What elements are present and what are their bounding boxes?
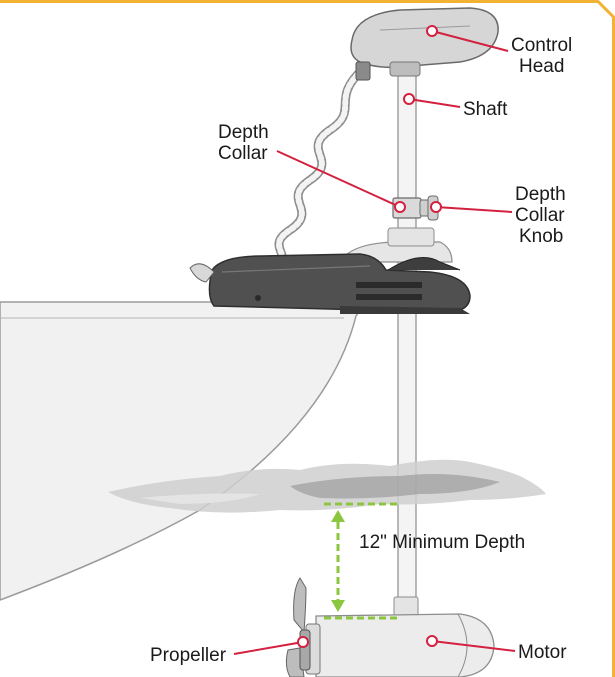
label-propeller: Propeller [150,645,227,666]
min-depth-indicator [324,502,398,620]
label-control-head-line2: Head [519,56,564,77]
label-depth-collar-line1: Depth [218,122,269,143]
mount [189,227,471,314]
callout-knob [435,206,513,213]
dot-shaft [403,93,415,105]
motor-shaft [397,67,417,604]
callout-depth-collar [276,150,401,208]
label-knob-line3: Knob [519,226,563,247]
dot-propeller [297,636,309,648]
boat-hull [0,301,360,601]
callout-shaft [408,98,461,108]
label-knob-line1: Depth [515,184,566,205]
dot-control-head [426,25,438,37]
control-head [350,7,499,81]
label-min-depth: 12" Minimum Depth [359,532,525,553]
callout-dots [297,25,442,648]
callouts [233,30,516,655]
lower-motor [305,596,495,677]
callout-control-head [431,30,509,52]
dot-motor [426,635,438,647]
label-knob-line2: Collar [515,205,565,226]
dot-depth-collar [394,201,406,213]
callout-motor [431,640,516,652]
label-motor: Motor [518,642,567,663]
label-depth-collar-line2: Collar [218,143,268,164]
callout-propeller [233,641,304,655]
label-control-head-line1: Control [511,35,572,56]
label-shaft: Shaft [463,99,508,120]
dot-knob [430,201,442,213]
